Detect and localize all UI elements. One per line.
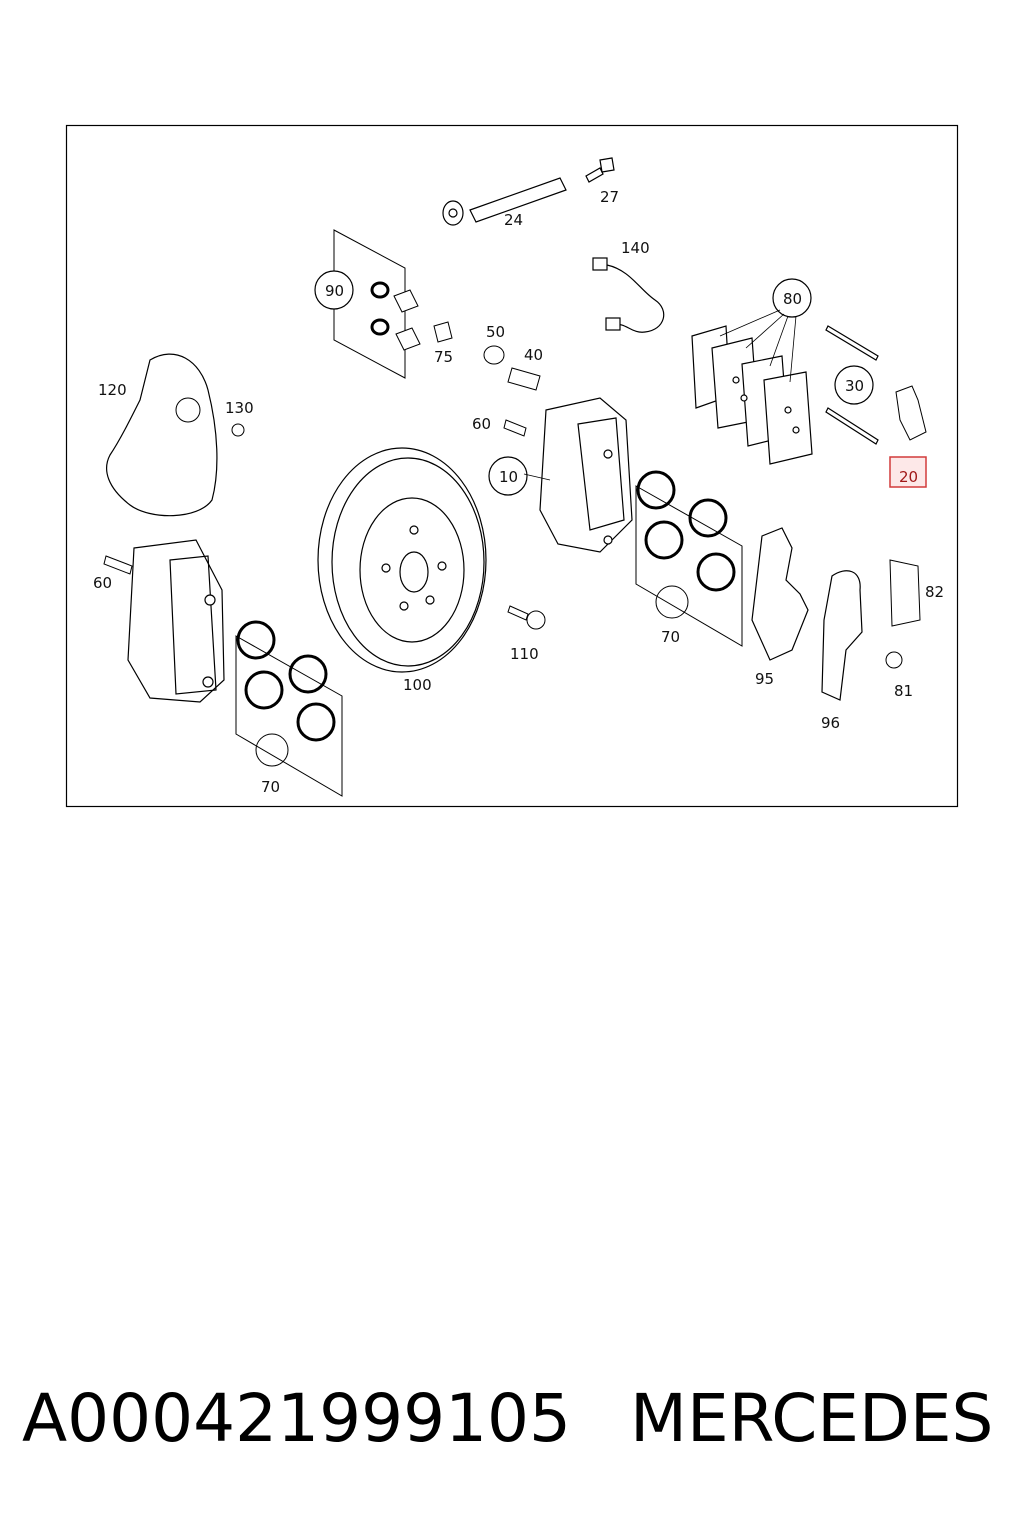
bolt-81 [885, 651, 903, 669]
label-20: 20 [899, 468, 918, 486]
screw-130 [231, 423, 245, 437]
seal-kit-70-right [635, 470, 743, 647]
spring-20 [895, 385, 927, 441]
label-27: 27 [600, 188, 619, 206]
bolt-27 [585, 157, 615, 183]
label-60-lower: 60 [93, 574, 112, 592]
brake-disc-100 [317, 447, 487, 673]
bolt-60-lower [103, 555, 133, 575]
label-80: 80 [783, 290, 802, 308]
shim-96 [821, 570, 863, 701]
guide-pin-24 [442, 177, 567, 226]
bolt-60-upper [503, 419, 527, 437]
label-24: 24 [504, 211, 523, 229]
brake-pads-80 [691, 325, 813, 465]
label-100: 100 [403, 676, 432, 694]
label-70-left: 70 [261, 778, 280, 796]
label-140: 140 [621, 239, 650, 257]
caliper-left [127, 539, 225, 703]
wear-sensor-140 [592, 257, 665, 333]
label-40: 40 [524, 346, 543, 364]
label-75: 75 [434, 348, 453, 366]
dust-shield-120 [106, 353, 218, 517]
label-30: 30 [845, 377, 864, 395]
label-95: 95 [755, 670, 774, 688]
callout-circle-10 [488, 456, 528, 496]
label-82: 82 [925, 583, 944, 601]
brand-name: MERCEDES [630, 1380, 994, 1457]
label-81: 81 [894, 682, 913, 700]
label-70-right: 70 [661, 628, 680, 646]
cap-50 [483, 345, 505, 365]
label-60-upper: 60 [472, 415, 491, 433]
screw-110 [507, 605, 546, 630]
label-50: 50 [486, 323, 505, 341]
pin-75 [433, 321, 453, 343]
caliper-10 [539, 397, 633, 553]
pad-82 [889, 559, 921, 627]
label-120: 120 [98, 381, 127, 399]
caption: A000421999105 MERCEDES [0, 1380, 1024, 1470]
callout-circle-30 [834, 365, 874, 405]
label-130: 130 [225, 399, 254, 417]
bracket-95 [751, 527, 809, 661]
label-110: 110 [510, 645, 539, 663]
callout-circle-90 [314, 270, 354, 310]
seal-kit-70-left [235, 620, 343, 797]
callout-circle-80 [772, 278, 812, 318]
bleeder-40 [507, 367, 541, 391]
part-number: A000421999105 [22, 1380, 572, 1457]
label-10: 10 [499, 468, 518, 486]
label-90: 90 [325, 282, 344, 300]
label-96: 96 [821, 714, 840, 732]
highlight-box-20 [889, 456, 927, 488]
pins-30 [825, 325, 879, 445]
